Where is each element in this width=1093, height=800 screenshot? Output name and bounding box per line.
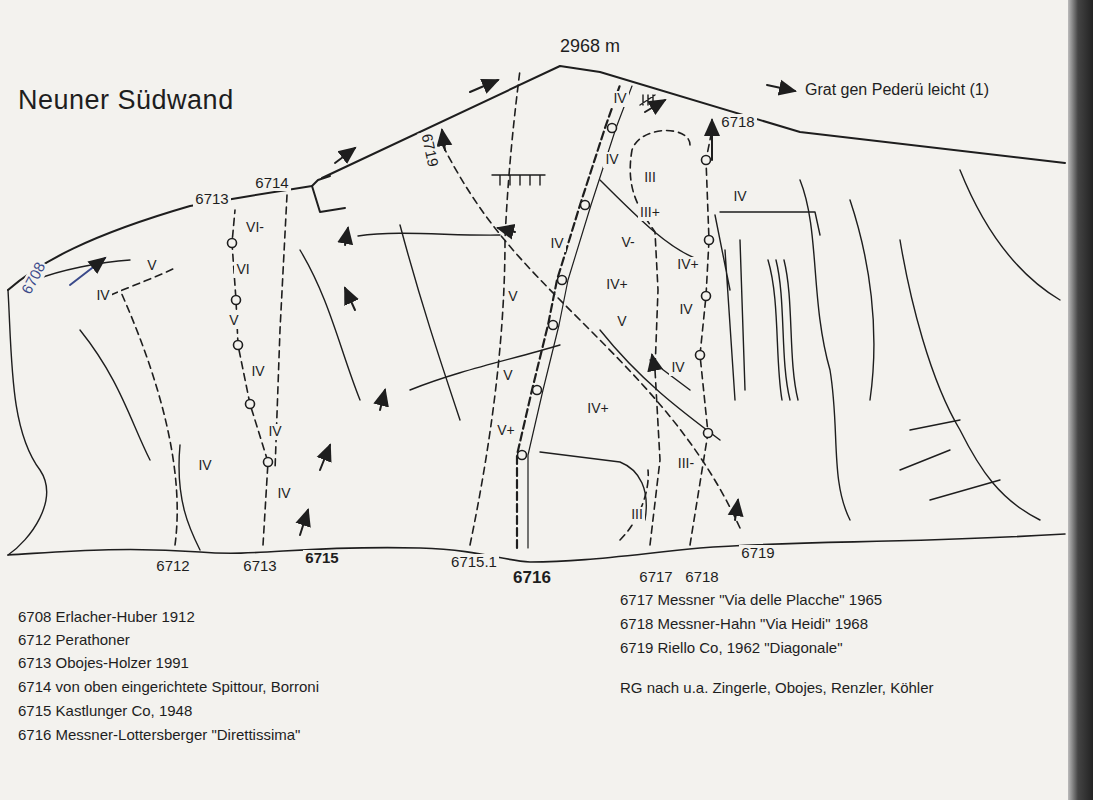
route-number: 6719	[418, 130, 442, 170]
route-number: 6712	[154, 558, 191, 575]
grade-label: VI-	[244, 220, 266, 235]
grade-label: V	[227, 313, 240, 328]
route-legend: 6718 Messner-Hahn "Via Heidi" 1968	[620, 616, 868, 633]
grade-label: V	[615, 314, 628, 329]
grade-label: III+	[638, 205, 662, 220]
grade-label: III-	[676, 456, 696, 471]
route-legend: 6708 Erlacher-Huber 1912	[18, 609, 195, 626]
grade-label: IV	[266, 424, 283, 439]
route-legend: 6713 Obojes-Holzer 1991	[18, 655, 189, 672]
route-number: 6713	[193, 191, 230, 208]
route-number: 6718	[719, 114, 756, 131]
grade-label: III	[642, 170, 658, 185]
route-legend: 6717 Messner "Via delle Placche" 1965	[620, 592, 882, 609]
route-number: 6714	[253, 175, 290, 192]
route-legend: 6716 Messner-Lottersberger "Direttissima…	[18, 727, 300, 744]
grade-label: V	[506, 289, 519, 304]
grade-label: IV	[94, 288, 111, 303]
grade-label: V	[501, 368, 514, 383]
ridge-note: Grat gen Pederü leicht (1)	[805, 81, 989, 99]
grade-label: VI	[234, 262, 251, 277]
diagram-title: Neuner Südwand	[18, 86, 234, 116]
route-number: 6708	[18, 258, 50, 299]
route-number: 6713	[241, 558, 278, 575]
summit-height: 2968 m	[560, 37, 620, 57]
grade-label: IV	[603, 152, 620, 167]
route-legend: 6714 von oben eingerichtete Spittour, Bo…	[18, 679, 319, 696]
grade-label: III	[629, 507, 645, 522]
grade-label: IV	[669, 360, 686, 375]
grade-label: V+	[495, 423, 517, 438]
route-number: 6719	[739, 545, 776, 562]
route-number: 6718	[683, 569, 720, 586]
route-legend: 6719 Riello Co, 1962 "Diagonale"	[620, 640, 842, 657]
grade-label: IV	[196, 458, 213, 473]
grade-label: IV	[548, 236, 565, 251]
route-number: 6717	[637, 569, 674, 586]
grade-label: IV+	[675, 257, 700, 272]
route-number: 6715.1	[449, 554, 499, 571]
grade-label: IV	[275, 486, 292, 501]
grade-label: V	[145, 258, 158, 273]
route-number: 6716	[511, 569, 553, 588]
grade-label: IV	[731, 189, 748, 204]
route-legend: 6712 Perathoner	[18, 632, 130, 649]
grade-label: IV+	[585, 401, 610, 416]
grade-label: IV+	[604, 277, 629, 292]
route-legend: 6715 Kastlunger Co, 1948	[18, 703, 192, 720]
grade-label: IV	[249, 364, 266, 379]
route-number: 6715	[303, 550, 340, 567]
grade-label: IV	[611, 91, 628, 106]
route-legend: RG nach u.a. Zingerle, Obojes, Renzler, …	[620, 680, 934, 697]
grade-label: V-	[619, 235, 636, 250]
grade-label: IV	[677, 302, 694, 317]
